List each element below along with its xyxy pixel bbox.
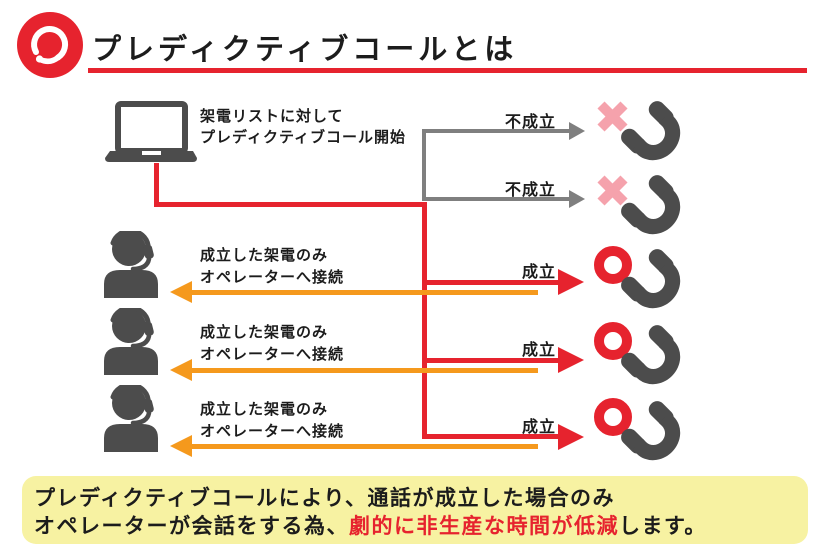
operator-caption-line2: オペレーターへ接続 — [200, 346, 345, 363]
summary-line2-prefix: オペレーターが会話をする為、 — [34, 515, 349, 538]
success-arrow-line — [424, 434, 560, 439]
fail-branch-trunk-line — [422, 129, 426, 201]
summary-banner: プレディクティブコールにより、通話が成立した場合のみ オペレーターが会話をする為… — [22, 476, 808, 544]
phone-ring-icon — [594, 246, 681, 309]
operator-icon — [104, 385, 158, 452]
dialer-caption-line2: プレディクティブコール開始 — [200, 129, 407, 146]
fail-label: 不成立 — [504, 114, 556, 131]
dialer-caption-line1: 架電リストに対して — [200, 108, 344, 125]
operator-caption-line1: 成立した架電のみ — [200, 247, 329, 264]
success-arrow-line — [424, 358, 560, 363]
page-title: プレディクティブコールとは — [92, 34, 518, 66]
operator-connect-line — [190, 444, 538, 449]
fail-arrowhead-icon — [569, 122, 585, 140]
operator-connect-line — [190, 290, 538, 295]
operator-connect-arrowhead-icon — [170, 281, 192, 303]
success-label: 成立 — [521, 264, 556, 281]
dialer-output-line-vertical — [154, 163, 159, 205]
summary-line2: オペレーターが会話をする為、劇的に非生産な時間が低減します。 — [34, 510, 707, 540]
operator-caption-line2: オペレーターへ接続 — [200, 269, 345, 286]
operator-caption-line1: 成立した架電のみ — [200, 401, 329, 418]
operator-caption-line1: 成立した架電のみ — [200, 324, 329, 341]
success-arrowhead-icon — [558, 269, 584, 295]
success-label: 成立 — [521, 419, 556, 436]
operator-connect-line — [190, 368, 538, 373]
fail-arrowhead-icon — [569, 190, 585, 208]
success-arrow-line — [424, 280, 560, 285]
operator-connect-arrowhead-icon — [170, 359, 192, 381]
summary-line2-suffix: します。 — [619, 515, 707, 538]
success-label: 成立 — [521, 342, 556, 359]
laptop-icon — [105, 101, 197, 162]
operator-caption-line2: オペレーターへ接続 — [200, 423, 345, 440]
fail-label: 不成立 — [504, 182, 556, 199]
phone-ring-icon — [594, 398, 681, 461]
fail-arrow-line — [424, 129, 570, 133]
success-arrowhead-icon — [558, 424, 584, 450]
title-underline — [88, 68, 807, 73]
phone-x-icon — [597, 101, 681, 161]
success-branch-trunk-line — [422, 202, 427, 439]
operator-connect-arrowhead-icon — [170, 435, 192, 457]
dialer-output-line-horizontal — [154, 202, 427, 207]
fail-arrow-line — [424, 197, 570, 201]
phone-x-icon — [597, 175, 681, 235]
headset-logo-icon — [17, 12, 83, 78]
operator-icon — [104, 308, 158, 375]
success-arrowhead-icon — [558, 347, 584, 373]
phone-ring-icon — [594, 322, 681, 385]
operator-icon — [104, 231, 158, 298]
summary-line2-highlight: 劇的に非生産な時間が低減 — [349, 515, 619, 538]
summary-line1: プレディクティブコールにより、通話が成立した場合のみ — [34, 487, 616, 510]
